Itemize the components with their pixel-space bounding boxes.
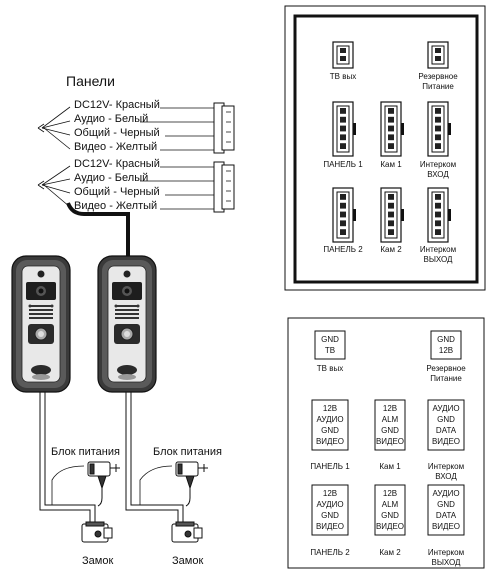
lock-1: Замок	[81, 521, 113, 567]
wire-label: Общий - Черный	[74, 186, 160, 198]
connector-3: ПАНЕЛЬ 1	[323, 101, 363, 169]
wire-label: Аудио - Белый	[74, 113, 148, 125]
pin-block-label: ВЫХОД	[432, 558, 462, 567]
pin-name: ВИДЕО	[316, 522, 344, 531]
connector-label: Интерком	[420, 160, 456, 169]
connector-label: ТВ вых	[330, 72, 356, 81]
door-panels	[11, 255, 157, 393]
door-panel-2	[97, 255, 157, 393]
cable-thick	[66, 202, 130, 256]
pin-block-label: ТВ вых	[317, 364, 343, 373]
pin-name: ВИДЕО	[432, 522, 460, 531]
connector-label: ВЫХОД	[424, 255, 454, 264]
pin-name: GND	[381, 511, 399, 520]
wire-group-1: DC12V- Красный Аудио - Белый Общий - Чер…	[37, 99, 235, 154]
pin-block-1: GND ТВ ТВ вых	[314, 330, 346, 373]
pin-name: 12В	[383, 404, 397, 413]
pin-name: ВИДЕО	[376, 522, 404, 531]
pin-name: GND	[437, 500, 455, 509]
panel-cables	[39, 392, 191, 522]
pin-name: АУДИО	[316, 500, 343, 509]
pin-block-label: Резервное	[426, 364, 466, 373]
pin-name: DATA	[436, 511, 457, 520]
pin-block-label: ПАНЕЛЬ 1	[310, 462, 350, 471]
pin-name: 12В	[383, 489, 397, 498]
power-supply-2: Блок питания	[153, 446, 222, 490]
pin-name: 12В	[323, 489, 337, 498]
pin-block-label: ПАНЕЛЬ 2	[310, 548, 350, 557]
pin-name: GND	[321, 426, 339, 435]
terminal-plug	[213, 102, 235, 154]
pin-name: 12В	[323, 404, 337, 413]
power-supply-label: Блок питания	[153, 446, 222, 458]
connector-label: Питание	[422, 82, 454, 91]
pin-name: ALM	[382, 500, 399, 509]
pin-block-label: Кам 2	[379, 548, 401, 557]
pin-block-label: Кам 1	[379, 462, 401, 471]
pin-name: GND	[381, 426, 399, 435]
pin-name: GND	[437, 415, 455, 424]
pin-block-label: ВХОД	[435, 472, 457, 481]
monitor-board-inner	[293, 14, 479, 284]
wire-label: DC12V- Красный	[74, 99, 160, 111]
connector-label: ПАНЕЛЬ 1	[323, 160, 363, 169]
power-supply-label: Блок питания	[51, 446, 120, 458]
pin-name: 12В	[439, 346, 453, 355]
panels-title: Панели	[66, 73, 115, 89]
pin-name: ALM	[382, 415, 399, 424]
wire-label: Видео - Желтый	[74, 141, 157, 153]
pin-block-4: 12В ALM GND ВИДЕО Кам 1	[374, 399, 406, 471]
monitor-board-outer	[284, 5, 486, 291]
pin-name: ВИДЕО	[432, 437, 460, 446]
pin-name: ТВ	[325, 346, 335, 355]
pin-block-7: 12В ALM GND ВИДЕО Кам 2	[374, 484, 406, 557]
wire-label: DC12V- Красный	[74, 158, 160, 170]
pin-name: АУДИО	[432, 404, 459, 413]
pin-name: АУДИО	[316, 415, 343, 424]
pin-name: DATA	[436, 426, 457, 435]
pin-legend-board	[287, 317, 485, 569]
lock-2: Замок	[171, 521, 203, 567]
pin-name: GND	[321, 511, 339, 520]
pin-name: GND	[437, 335, 455, 344]
pin-block-3: 12В АУДИО GND ВИДЕО ПАНЕЛЬ 1	[310, 399, 350, 471]
connector-label: Кам 1	[380, 160, 402, 169]
pin-name: ВИДЕО	[316, 437, 344, 446]
wire-group-2: DC12V- Красный Аудио - Белый Общий - Чер…	[37, 158, 235, 213]
connector-7: Кам 2	[380, 187, 404, 254]
connector-label: Кам 2	[380, 245, 402, 254]
pin-block-6: 12В АУДИО GND ВИДЕО ПАНЕЛЬ 2	[310, 484, 350, 557]
connector-label: Интерком	[420, 245, 456, 254]
connector-label: ВХОД	[427, 170, 449, 179]
wire-label: Общий - Черный	[74, 127, 160, 139]
pin-block-label: Интерком	[428, 548, 464, 557]
terminal-plug	[213, 161, 235, 213]
pin-name: ВИДЕО	[376, 437, 404, 446]
connector-label: Резервное	[418, 72, 458, 81]
lock-label: Замок	[172, 555, 203, 567]
wire-label: Аудио - Белый	[74, 172, 148, 184]
lock-label: Замок	[82, 555, 113, 567]
door-panel-1	[11, 255, 71, 393]
pin-name: АУДИО	[432, 489, 459, 498]
pin-block-label: Интерком	[428, 462, 464, 471]
power-supply-1: Блок питания	[51, 446, 120, 490]
pin-name: GND	[321, 335, 339, 344]
wire-label: Видео - Желтый	[74, 200, 157, 212]
connector-label: ПАНЕЛЬ 2	[323, 245, 363, 254]
connector-4: Кам 1	[380, 101, 404, 169]
connector-6: ПАНЕЛЬ 2	[323, 187, 363, 254]
connector-1: ТВ вых	[330, 41, 356, 81]
pin-block-label: Питание	[430, 374, 462, 383]
